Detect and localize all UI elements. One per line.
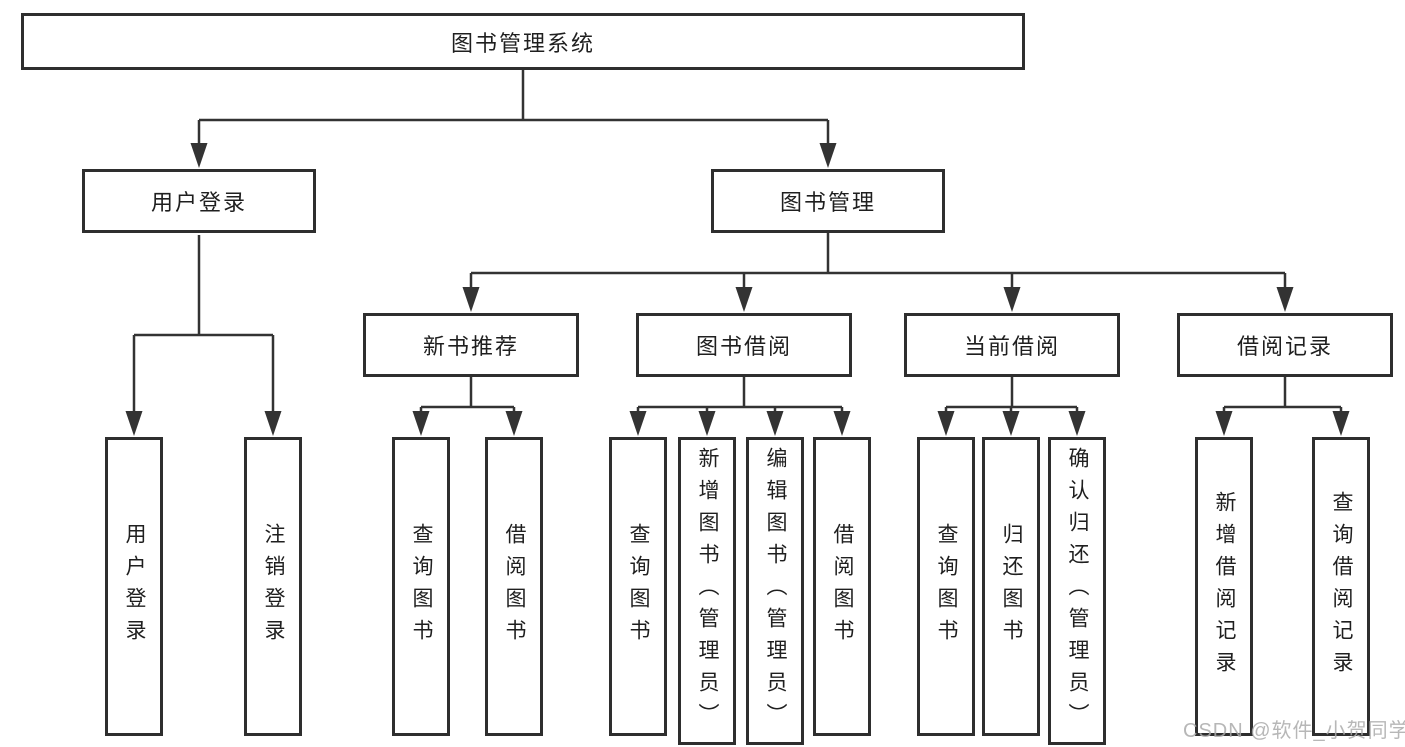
arrowhead	[1068, 411, 1086, 436]
arrowhead	[819, 143, 837, 168]
leaf-borrowing-edit-book-admin: 编辑图书（管理员）	[746, 437, 804, 745]
arrowhead	[1215, 411, 1233, 436]
leaf-borrowing-add-book-admin: 新增图书（管理员）	[678, 437, 736, 745]
arrowhead	[1003, 287, 1021, 312]
leaf-recommend-borrow-book: 借阅图书	[485, 437, 543, 736]
arrowhead	[937, 411, 955, 436]
tree-connectors	[132, 70, 1343, 414]
arrowhead	[1002, 411, 1020, 436]
leaf-records-query-record: 查询借阅记录	[1312, 437, 1370, 736]
node-book-management: 图书管理	[711, 169, 945, 233]
leaf-current-query-book: 查询图书	[917, 437, 975, 736]
node-current-borrowing: 当前借阅	[904, 313, 1120, 377]
node-library-management-system: 图书管理系统	[21, 13, 1025, 70]
arrowhead	[766, 411, 784, 436]
arrowhead	[698, 411, 716, 436]
arrowhead	[412, 411, 430, 436]
leaf-user-login: 用户登录	[105, 437, 163, 736]
node-new-book-recommend: 新书推荐	[363, 313, 579, 377]
leaf-recommend-query-book: 查询图书	[392, 437, 450, 736]
leaf-current-return-book: 归还图书	[982, 437, 1040, 736]
leaf-records-add-record: 新增借阅记录	[1195, 437, 1253, 736]
leaf-borrowing-borrow-book: 借阅图书	[813, 437, 871, 736]
leaf-logout: 注销登录	[244, 437, 302, 736]
node-borrowing-records: 借阅记录	[1177, 313, 1393, 377]
node-user-login: 用户登录	[82, 169, 316, 233]
arrowhead	[735, 287, 753, 312]
csdn-watermark: CSDN @软件_小贺同学	[1183, 720, 1405, 742]
arrowhead	[264, 411, 282, 436]
arrowhead	[1332, 411, 1350, 436]
arrowhead	[833, 411, 851, 436]
arrowhead	[1276, 287, 1294, 312]
arrowhead	[629, 411, 647, 436]
arrowhead	[462, 287, 480, 312]
arrowhead	[505, 411, 523, 436]
arrowhead	[190, 143, 208, 168]
leaf-borrowing-query-book: 查询图书	[609, 437, 667, 736]
leaf-current-confirm-return-admin: 确认归还（管理员）	[1048, 437, 1106, 745]
node-book-borrowing: 图书借阅	[636, 313, 852, 377]
arrowhead	[125, 411, 143, 436]
